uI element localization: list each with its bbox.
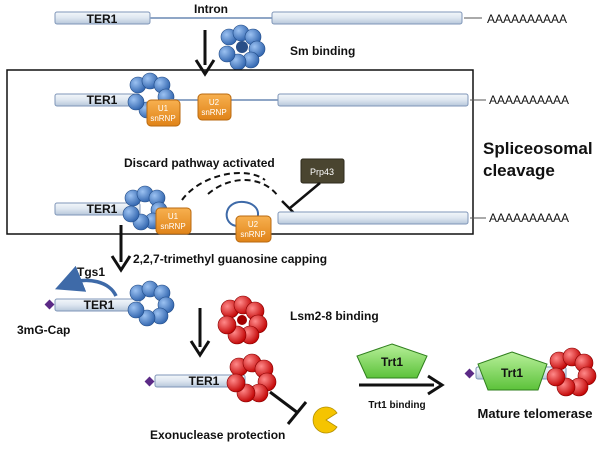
spliceosomal-label-2: cleavage <box>483 161 555 180</box>
discard-arcs <box>181 172 279 201</box>
lsm-binding-label: Lsm2-8 binding <box>290 309 379 323</box>
arrow-down <box>194 30 216 77</box>
exonuclease-label: Exonuclease protection <box>150 428 285 442</box>
prp43-box <box>300 158 345 184</box>
lsm-ring <box>546 347 597 397</box>
spliceosome-row-1: TER1 U1 snRNP U2 snRNP AAAAAAAAAA <box>54 72 569 127</box>
capped-ter1-row: TER1 <box>44 280 175 327</box>
sm-ring <box>122 185 168 231</box>
u1-label: U1 <box>158 104 169 113</box>
prp43-label: Prp43 <box>310 167 334 177</box>
arrow-down <box>189 308 211 358</box>
u2-label-2: snRNP <box>240 230 265 239</box>
lsm-ring <box>226 353 277 403</box>
u1-label-2: snRNP <box>150 114 175 123</box>
discard-label: Discard pathway activated <box>124 156 275 170</box>
exonuclease-pacman-icon <box>312 406 338 434</box>
u1-label-2: snRNP <box>160 222 185 231</box>
ter1-label: TER1 <box>87 202 118 216</box>
mature-telomerase-label: Mature telomerase <box>478 406 593 421</box>
ter1-label: TER1 <box>84 298 115 312</box>
u2-label: U2 <box>248 220 259 229</box>
cap-label: 3mG-Cap <box>17 323 70 337</box>
sm-ring <box>127 280 175 327</box>
intron-label: Intron <box>194 2 228 16</box>
polya-tail: AAAAAAAAAA <box>487 12 567 26</box>
ter1-label: TER1 <box>87 93 118 107</box>
u2-snrnp <box>235 215 272 243</box>
u2-label: U2 <box>209 98 220 107</box>
exon-block <box>271 11 463 25</box>
arrow-down <box>110 225 132 273</box>
u2-label-2: snRNP <box>201 108 226 117</box>
exonuclease-inhibition <box>269 390 308 425</box>
tgs1-arrow <box>54 265 118 297</box>
capping-label: 2,2,7-trimethyl guanosine capping <box>133 252 327 266</box>
cap-diamond <box>144 376 155 387</box>
ter1-block <box>54 202 141 216</box>
precursor-row: TER1 Intron AAAAAAAAAA <box>54 2 567 26</box>
ter1-label: TER1 <box>189 374 220 388</box>
lsm-ring <box>217 295 268 345</box>
u1-label: U1 <box>168 212 179 221</box>
u2-snrnp <box>197 93 232 121</box>
ter1-label: TER1 <box>87 12 118 26</box>
trt1-binding-label: Trt1 binding <box>368 400 425 411</box>
sm-ring <box>218 24 266 71</box>
u1-snrnp <box>146 99 181 127</box>
u1-snrnp <box>155 207 192 235</box>
trt1-label: Trt1 <box>381 355 403 369</box>
trt1-pentagon <box>356 343 428 379</box>
arrow-right <box>359 374 445 396</box>
mature-telomerase: Trt1 <box>464 347 597 397</box>
cap-diamond <box>464 368 475 379</box>
sm-binding-label: Sm binding <box>290 44 355 58</box>
polya-tail: AAAAAAAAAA <box>489 211 569 225</box>
lsm-ter1-row: TER1 <box>144 353 277 403</box>
exon-block <box>277 93 469 107</box>
trt1-label: Trt1 <box>501 366 523 380</box>
cap-diamond <box>44 299 55 310</box>
trt1-pentagon <box>477 351 548 391</box>
spliceosomal-label: Spliceosomal <box>483 139 593 158</box>
exon-block <box>277 211 469 225</box>
polya-tail: AAAAAAAAAA <box>489 93 569 107</box>
tgs1-label: Tgs1 <box>77 265 105 279</box>
spliceosome-row-2: TER1 U1 snRNP U2 snRNP AAAAAAAAAA <box>54 185 569 243</box>
